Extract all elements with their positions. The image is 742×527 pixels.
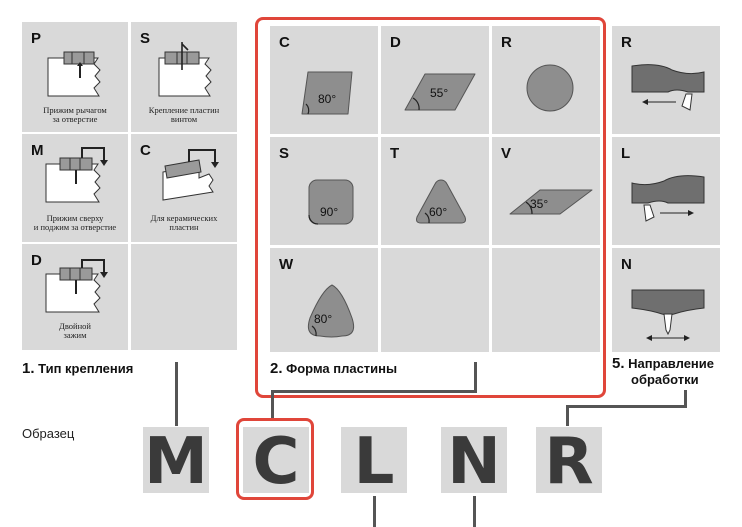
clamp-code-p: P xyxy=(31,30,42,47)
shape-cell-t: T 60° xyxy=(381,137,489,245)
shape-cell-v: V 35° xyxy=(492,137,600,245)
connector-direction-h xyxy=(566,405,687,408)
connector-direction-v2 xyxy=(566,405,569,426)
clamp-code-c: C xyxy=(140,142,151,159)
sample-letter-l: L xyxy=(341,427,407,495)
right-hand-tool-icon xyxy=(631,64,705,111)
sample-letter-r: R xyxy=(536,427,602,495)
rhombus-35-icon xyxy=(509,189,593,215)
trigon-80-icon xyxy=(307,284,355,338)
clamp-cell-c: C Для керамических пластин xyxy=(131,134,237,242)
clamp-double-icon xyxy=(45,259,108,313)
connector-shape-h xyxy=(271,390,477,393)
neutral-tool-icon xyxy=(631,289,705,341)
clamp-cell-s: S Крепление пластин винтом xyxy=(131,22,237,132)
rhombus-80-icon xyxy=(301,71,353,115)
clamp-code-d: D xyxy=(31,252,42,269)
rhombus-55-icon xyxy=(404,73,476,111)
clamp-top-and-hole-icon xyxy=(45,147,108,203)
sample-letter-n: N xyxy=(441,427,507,495)
shape-cell-r: R xyxy=(492,26,600,134)
direction-cell-l: L xyxy=(612,137,720,245)
sample-letter-c: C xyxy=(243,427,309,495)
sample-letter-m: M xyxy=(143,425,209,499)
round-insert-icon xyxy=(526,64,574,112)
clamp-caption-p: Прижим рычагом за отверстие xyxy=(43,105,107,124)
insert-shape-highlight-frame xyxy=(255,17,606,398)
clamping-section-title: 1. Тип крепления xyxy=(22,360,134,377)
connector-shape-v2 xyxy=(271,390,274,418)
direction-cell-r: R xyxy=(612,26,720,134)
shape-cell-s: S 90° xyxy=(270,137,378,245)
clamp-cell-empty xyxy=(131,244,237,350)
shape-cell-empty-2 xyxy=(492,248,600,352)
connector-shape-v1 xyxy=(474,362,477,392)
clamp-ceramic-icon xyxy=(162,149,219,201)
shape-cell-d: D 55° xyxy=(381,26,489,134)
shape-cell-empty-1 xyxy=(381,248,489,352)
square-90-icon xyxy=(308,179,354,225)
direction-section-title: 5. Направление обработки xyxy=(612,355,714,388)
shape-cell-w: W 80° xyxy=(270,248,378,352)
connector-direction-v1 xyxy=(684,390,687,408)
direction-cell-n: N xyxy=(612,248,720,352)
connector-n-down xyxy=(473,496,476,527)
clamp-screw-icon xyxy=(158,42,212,97)
clamp-caption-m: Прижим сверху и поджим за отверстие xyxy=(33,213,117,232)
left-hand-tool-icon xyxy=(631,175,705,222)
connector-l-down xyxy=(373,496,376,527)
clamp-cell-p: P Прижим рычагом за отверстие xyxy=(22,22,128,132)
clamp-caption-d: Двойной зажим xyxy=(59,321,91,340)
connector-clamping xyxy=(175,362,178,426)
shape-cell-c: C 80° xyxy=(270,26,378,134)
clamp-code-m: M xyxy=(31,142,44,159)
sample-letter-c-highlight xyxy=(236,418,314,500)
sample-label: Образец xyxy=(22,426,75,441)
insert-shape-section-title: 2. Форма пластины xyxy=(270,360,398,377)
clamp-caption-c: Для керамических пластин xyxy=(150,213,218,232)
clamp-code-s: S xyxy=(140,30,151,47)
clamp-cell-d: D Двойной зажим xyxy=(22,244,128,350)
clamp-caption-s: Крепление пластин винтом xyxy=(148,105,220,124)
clamp-lever-icon xyxy=(47,51,101,97)
clamp-cell-m: M Прижим сверху и поджим за отверстие xyxy=(22,134,128,242)
triangle-60-icon xyxy=(416,179,466,224)
